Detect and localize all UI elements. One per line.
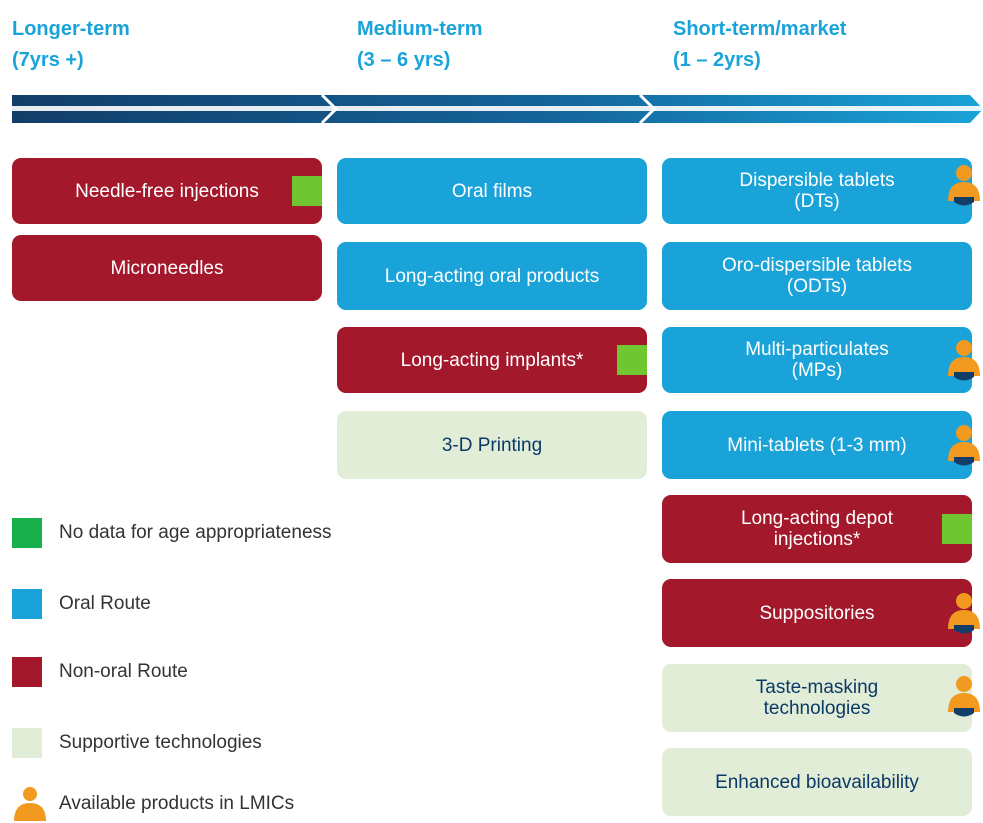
tech-label: Oral films [451, 180, 533, 202]
tech-label: Long-acting oral products [384, 265, 600, 287]
red-square-icon [12, 657, 42, 687]
timeline-stripe [12, 106, 983, 111]
phase-title: Longer-term [12, 18, 130, 40]
tech-label: technologies [763, 698, 871, 719]
person-icon [948, 676, 980, 717]
legend-label: No data for age appropriateness [59, 522, 332, 543]
person-icon [14, 787, 46, 821]
person-icon [948, 425, 980, 466]
tech-label-abbr: (DTs) [794, 191, 840, 212]
tech-label: Suppositories [759, 602, 875, 624]
tech-label: Enhanced bioavailability [715, 771, 919, 793]
tech-label: Oro-dispersible tablets [721, 255, 913, 276]
tech-oro-dispersible-tablets: Oro-dispersible tablets (ODTs) [662, 242, 972, 310]
phase-range: (7yrs +) [12, 49, 84, 71]
tech-suppositories: Suppositories [662, 579, 980, 647]
tech-label: Multi-particulates [745, 339, 889, 360]
tech-label-abbr: (ODTs) [786, 276, 848, 297]
tech-label: Long-acting implants* [400, 349, 584, 371]
tech-long-acting-implants: Long-acting implants* [337, 327, 647, 393]
tech-label: injections* [773, 529, 861, 550]
light-green-square-icon [12, 728, 42, 758]
tech-needle-free-injections: Needle-free injections [12, 158, 322, 224]
legend-no-data: No data for age appropriateness [12, 517, 332, 549]
blue-square-icon [12, 589, 42, 619]
person-icon [948, 340, 980, 381]
tech-label: Needle-free injections [75, 180, 259, 202]
tech-label: Microneedles [110, 257, 224, 279]
phase-range: (1 – 2yrs) [673, 49, 761, 71]
phase-range: (3 – 6 yrs) [357, 49, 451, 71]
phase-header-medium-term: Medium-term (3 – 6 yrs) [357, 14, 483, 76]
legend-oral-route: Oral Route [12, 588, 151, 620]
no-data-marker [292, 176, 322, 206]
tech-label: Long-acting depot [740, 508, 894, 529]
phase-header-longer-term: Longer-term (7yrs +) [12, 14, 130, 76]
legend-label: Non-oral Route [59, 661, 188, 682]
legend-supportive-technologies: Supportive technologies [12, 727, 262, 759]
tech-dispersible-tablets: Dispersible tablets (DTs) [662, 158, 980, 224]
timeline-chevron [638, 93, 657, 125]
tech-label-abbr: (MPs) [791, 360, 843, 381]
person-icon [948, 165, 980, 206]
phase-header-short-term: Short-term/market (1 – 2yrs) [673, 14, 846, 76]
phase-title: Medium-term [357, 18, 483, 40]
timeline-arrow [12, 93, 983, 125]
tech-oral-films: Oral films [337, 158, 647, 224]
person-icon [948, 593, 980, 634]
tech-label: 3-D Printing [441, 434, 543, 456]
legend-label: Oral Route [59, 593, 151, 614]
tech-long-acting-oral-products: Long-acting oral products [337, 242, 647, 310]
legend-label: Available products in LMICs [59, 793, 295, 814]
tech-mini-tablets: Mini-tablets (1-3 mm) [662, 411, 980, 479]
tech-multi-particulates: Multi-particulates (MPs) [662, 327, 980, 393]
legend-available-lmics: Available products in LMICs [12, 787, 295, 821]
green-square-icon [12, 518, 42, 548]
no-data-marker [617, 345, 647, 375]
timeline-chevron [320, 93, 339, 125]
legend-label: Supportive technologies [59, 732, 262, 753]
tech-label: Taste-masking [755, 677, 879, 698]
legend-non-oral-route: Non-oral Route [12, 656, 188, 688]
tech-3d-printing: 3-D Printing [337, 411, 647, 479]
tech-microneedles: Microneedles [12, 235, 322, 301]
tech-enhanced-bioavailability: Enhanced bioavailability [662, 748, 972, 816]
tech-long-acting-depot-injections: Long-acting depot injections* [662, 495, 972, 563]
tech-label: Dispersible tablets [739, 170, 895, 191]
tech-taste-masking-technologies: Taste-masking technologies [662, 664, 980, 732]
phase-title: Short-term/market [673, 18, 847, 40]
tech-label: Mini-tablets (1-3 mm) [727, 434, 907, 456]
no-data-marker [942, 514, 972, 544]
